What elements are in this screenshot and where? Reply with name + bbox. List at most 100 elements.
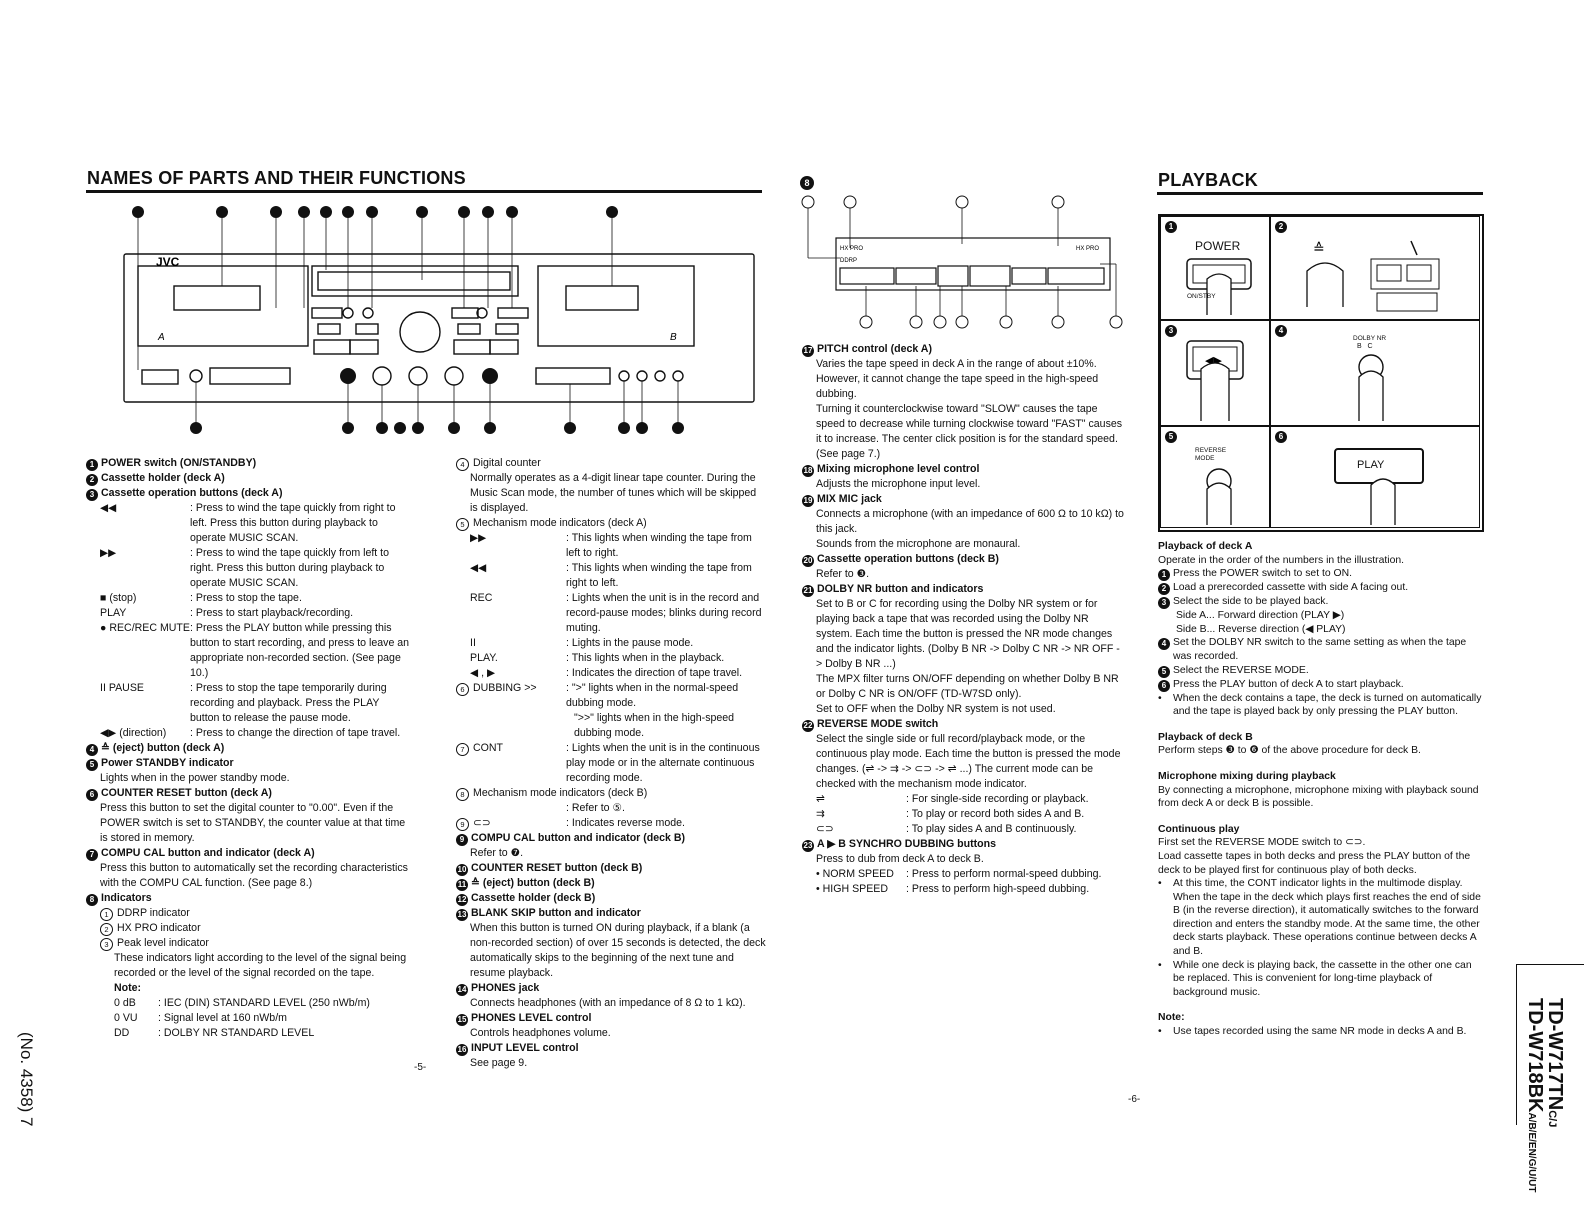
reverse-row: 9⊂⊃: Indicates reverse mode. (456, 816, 766, 831)
deck-front-panel-diagram: JVC A B (123, 206, 755, 434)
cassette-buttons-b-text: Refer to ❸. (816, 568, 870, 580)
dolby-text-1: Set to B or C for recording using the Do… (816, 598, 1120, 670)
svg-text:≙: ≙ (1313, 240, 1325, 256)
step-cell-5: 5 REVERSE MODE (1160, 426, 1270, 528)
deck-a-playback-title: Playback of deck A (1158, 541, 1253, 552)
continuous-bullet: •At this time, the CONT indicator lights… (1158, 878, 1481, 958)
dubbing-row-2: ">>" lights when in the high-speed dubbi… (574, 712, 735, 739)
continuous-play-text-1: First set the REVERSE MODE switch to ⊂⊃. (1158, 837, 1366, 849)
model-name-1: TD-W717TNC/J (1544, 998, 1566, 1128)
continuous-play-text-2: Load cassette tapes in both decks and pr… (1158, 850, 1471, 876)
item-eject-b: 11≙ (eject) button (deck B) (456, 877, 595, 891)
deck-a-label: A (157, 332, 165, 343)
note-row: DD: DOLBY NR STANDARD LEVEL (114, 1027, 315, 1039)
phones-jack-text: Connects headphones (with an impedance o… (470, 997, 746, 1009)
continuous-bullet: •While one deck is playing back, the cas… (1158, 959, 1472, 998)
button-desc-row: PLAY: Press to start playback/recording. (100, 607, 354, 619)
step-cell-3: 3 ◀▶ (1160, 320, 1270, 426)
compu-cal-b-text: Refer to ❼. (470, 847, 524, 859)
step-3-side-a: Side A... Forward direction (PLAY ▶) (1176, 610, 1345, 622)
deck-b-label: B (670, 332, 677, 343)
pitch-text-1: Varies the tape speed in deck A in the r… (816, 358, 1099, 400)
reverse-mode-row: ⇌: For single-side recording or playback… (816, 793, 1089, 805)
mech-row: REC: Lights when the unit is in the reco… (470, 592, 762, 634)
step-cell-4: 4 DOLBY NR B C (1270, 320, 1480, 426)
note-row: 0 VU: Signal level at 160 nWb/m (114, 1012, 287, 1024)
reverse-mode-text: Select the single side or full record/pl… (816, 733, 1121, 790)
mix-mic-text-2: Sounds from the microphone are monaural. (816, 538, 1021, 550)
item-eject-a: 4≙ (eject) button (deck A) (86, 741, 411, 756)
synchro-row: • HIGH SPEED: Press to perform high-spee… (816, 883, 1090, 895)
step-3-side-b: Side B... Reverse direction (◀ PLAY) (1176, 623, 1346, 635)
button-desc-row: ◀▶ (direction): Press to change the dire… (100, 727, 401, 739)
mech-b-ref: : Refer to ⑤. (566, 802, 625, 814)
model-tab (1516, 964, 1584, 1125)
synchro-text: Press to dub from deck A to deck B. (816, 853, 984, 865)
section-title-names-of-parts: NAMES OF PARTS AND THEIR FUNCTIONS (87, 168, 466, 188)
hx-pro-label-2: HX PRO (1076, 246, 1099, 252)
button-desc-row: ◀◀: Press to wind the tape quickly from … (100, 502, 396, 544)
reverse-mode-row: ⇉: To play or record both sides A and B. (816, 808, 1085, 820)
mech-row: ◀◀: This lights when winding the tape fr… (470, 562, 752, 589)
button-desc-row: II PAUSE: Press to stop the tape tempora… (100, 682, 387, 724)
button-desc-row: ● REC/REC MUTE: Press the PLAY button wh… (100, 622, 410, 679)
page-number-right: -6- (1128, 1094, 1141, 1105)
page-number-left: -5- (414, 1062, 427, 1073)
playback-note-label: Note: (1158, 1012, 1185, 1024)
side-document-number: (No. 4358) 7 (17, 1032, 36, 1127)
mech-row: II: Lights in the pause mode. (470, 637, 694, 649)
step-bullet: •When the deck contains a tape, the deck… (1158, 692, 1482, 718)
playback-text: Playback of deck A Operate in the order … (1158, 540, 1483, 1039)
peak-text: These indicators light according to the … (114, 952, 407, 979)
mech-row: ◀ , ▶: Indicates the direction of tape t… (470, 667, 743, 679)
continuous-play-title: Continuous play (1158, 823, 1240, 835)
model-name-2: TD-W718BKA/B/E/EN/G/U/UT (1524, 998, 1546, 1193)
playback-title-rule (1157, 192, 1483, 195)
multimode-display-diagram: HX PRO DDRP HX PRO (801, 195, 1123, 329)
section-title-playback: PLAYBACK (1158, 170, 1258, 190)
mic-mixing-title: Microphone mixing during playback (1158, 770, 1336, 782)
hx-pro-label: HX PRO (840, 246, 863, 252)
pitch-text-2: Turning it counterclockwise toward "SLOW… (816, 403, 1123, 460)
play-button-label: PLAY (1357, 459, 1385, 471)
step-cell-2: 2 ≙ (1270, 216, 1480, 320)
dolby-text-2: The MPX filter turns ON/OFF depending on… (816, 673, 1119, 700)
mixing-mic-text: Adjusts the microphone input level. (816, 478, 981, 490)
deck-b-playback-title: Playback of deck B (1158, 731, 1253, 743)
mix-mic-text: Connects a microphone (with an impedance… (816, 508, 1124, 535)
standby-text: Lights when in the power standby mode. (100, 772, 290, 784)
synchro-row: • NORM SPEED: Press to perform normal-sp… (816, 868, 1102, 880)
playback-steps-grid: 1 POWER ON/STBY 2 ≙ 3 ◀▶ 4 DOLBY NR B C … (1158, 214, 1484, 532)
step-cell-1: 1 POWER ON/STBY (1160, 216, 1270, 320)
blank-skip-text: When this button is turned ON during pla… (470, 922, 766, 979)
mech-row: PLAY.: This lights when in the playback. (470, 652, 725, 664)
